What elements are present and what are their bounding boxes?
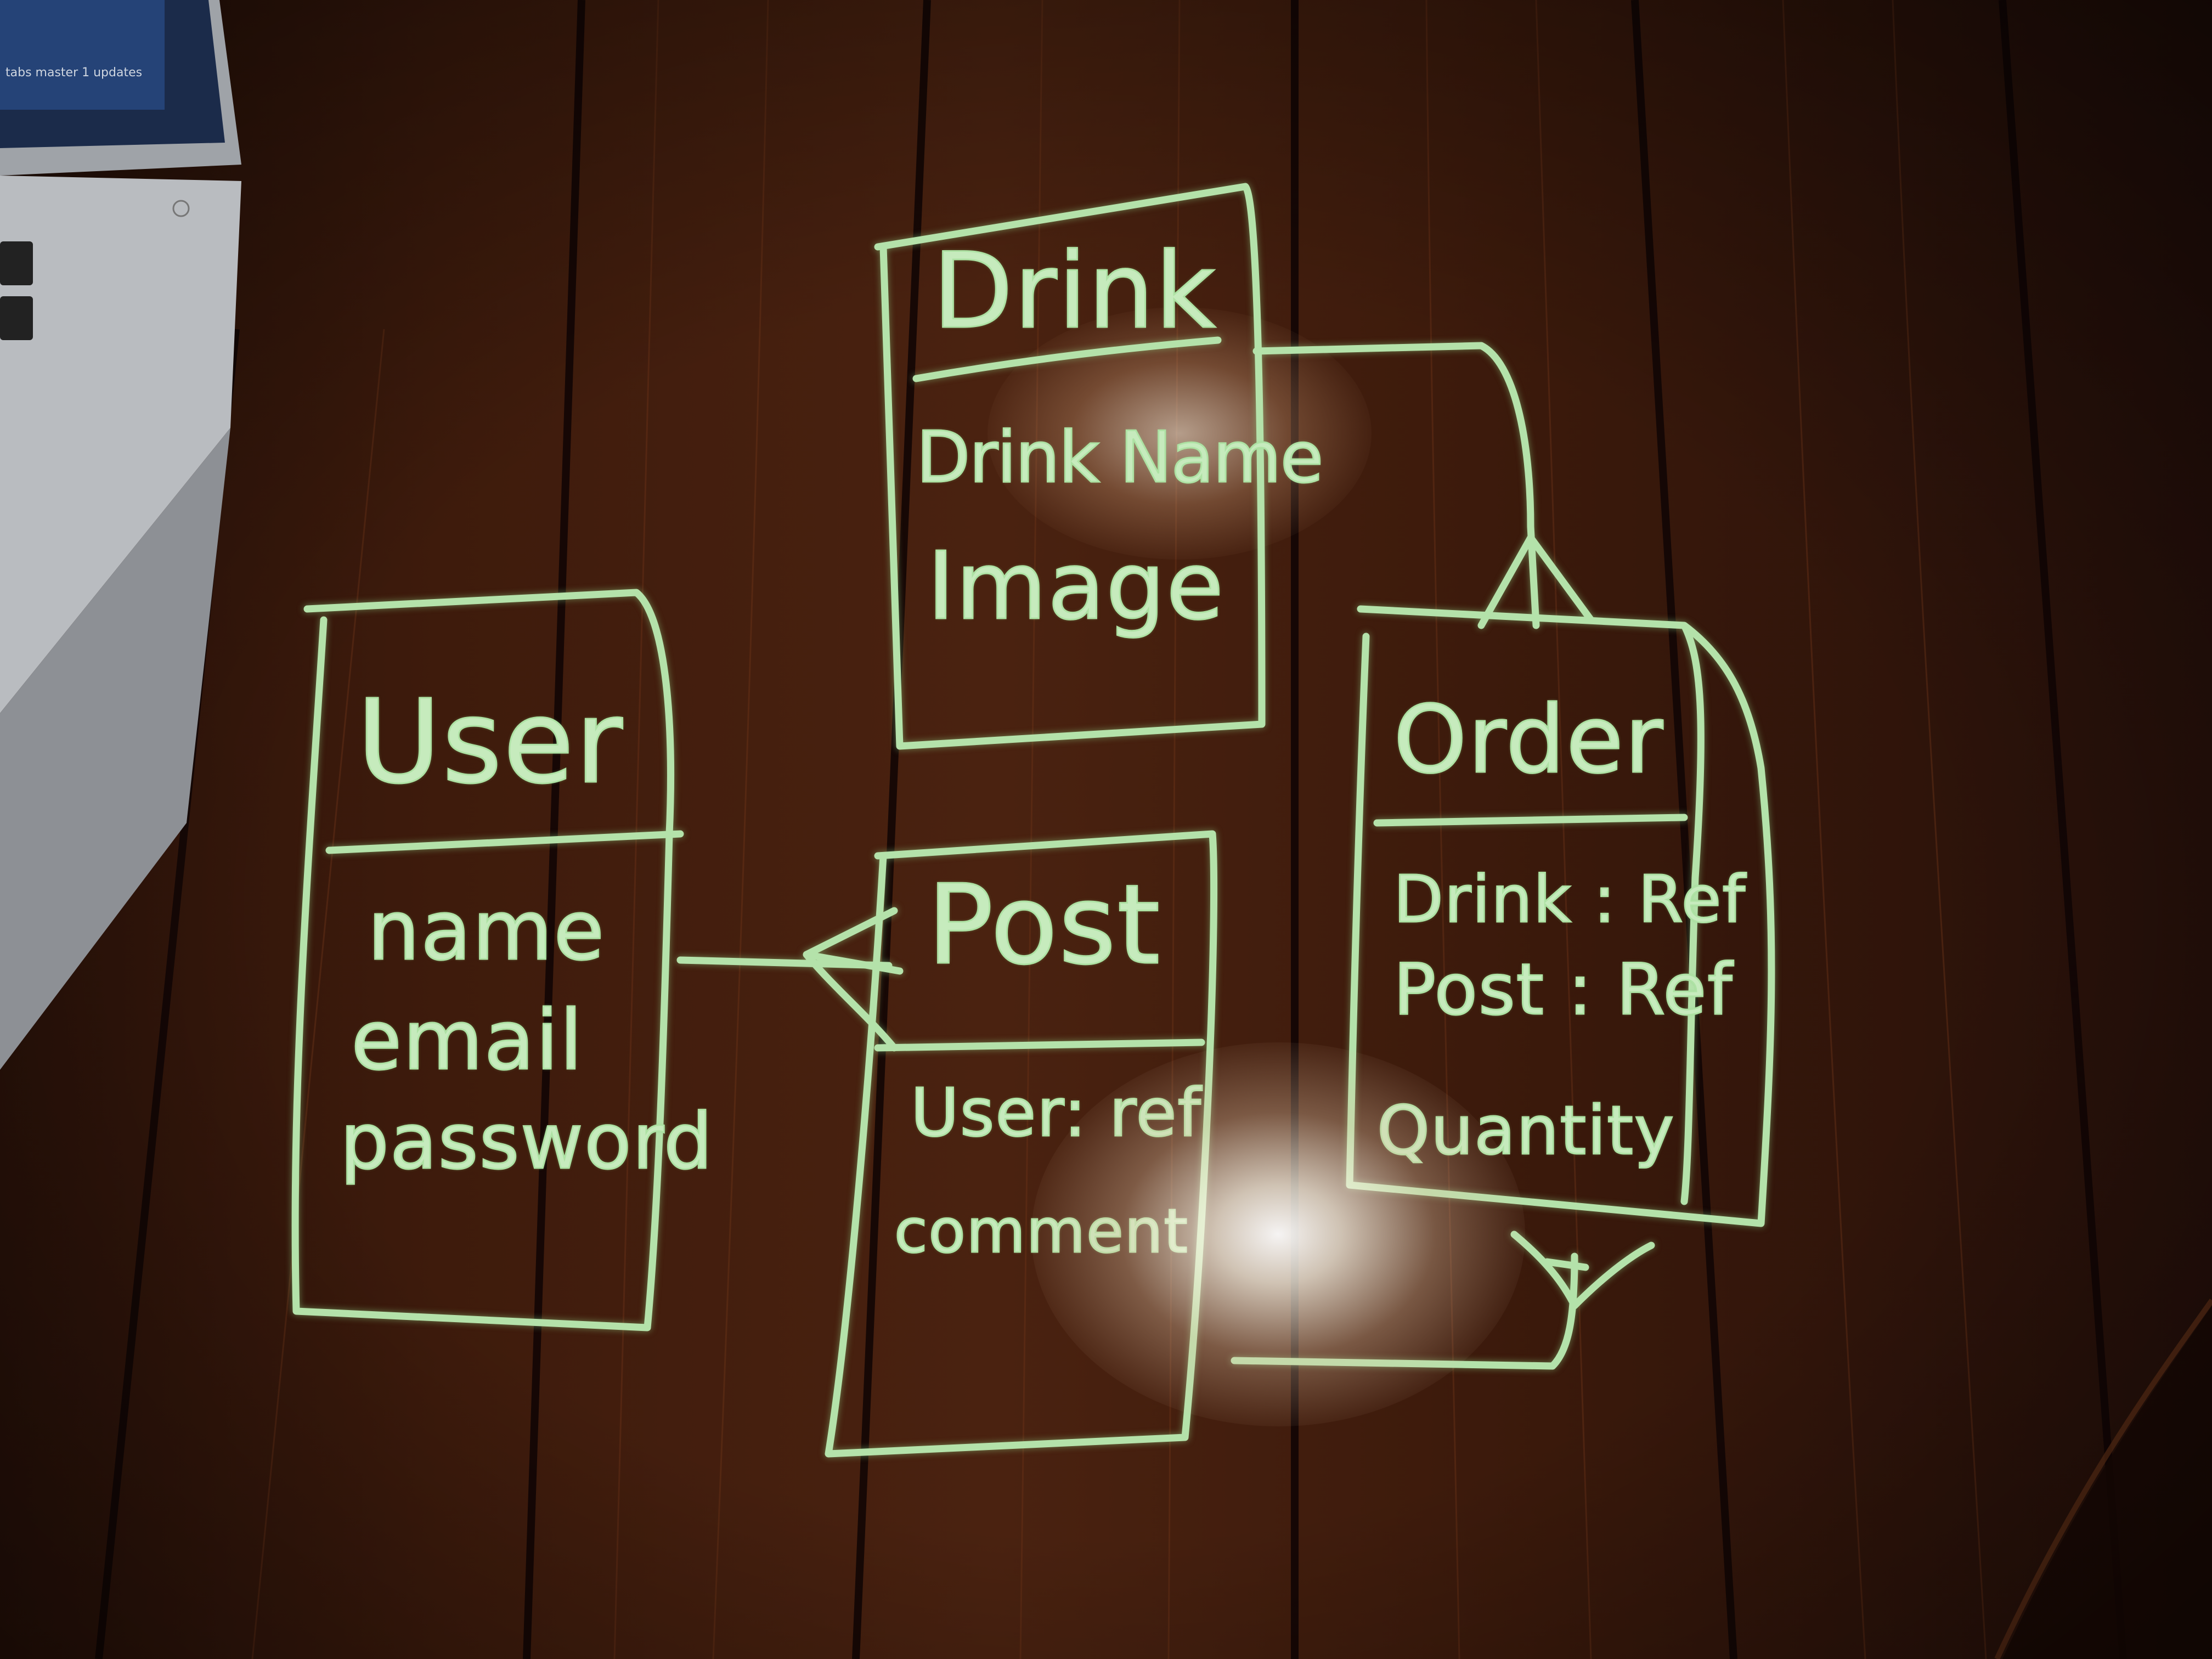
order-box-outline — [1346, 605, 1775, 1227]
drink-box-outline — [874, 183, 1266, 750]
user-divider — [325, 830, 684, 854]
order-field: Quantity — [1376, 1091, 1675, 1171]
laptop — [0, 0, 241, 1070]
post-divider — [874, 1039, 1205, 1052]
user-field: email — [351, 992, 584, 1090]
order-divider — [1373, 814, 1688, 827]
user-box-outline — [291, 589, 674, 1331]
user-field: name — [366, 883, 606, 980]
post-entity-title: Post — [926, 861, 1161, 990]
laptop-key — [0, 296, 33, 340]
power-button-icon — [172, 200, 190, 217]
post-field: comment — [894, 1195, 1189, 1267]
crowsfoot-order-post — [1510, 1231, 1655, 1310]
drink-divider — [912, 336, 1222, 382]
drink-field: Drink Name — [915, 416, 1324, 500]
laptop-key — [0, 241, 33, 285]
user-entity-title: User — [356, 674, 624, 810]
order-field: Drink : Ref — [1393, 861, 1746, 938]
drink-entity-title: Drink — [932, 230, 1217, 353]
crowsfoot-post-user — [803, 907, 904, 1052]
order-entity-title: Order — [1392, 685, 1664, 795]
drink-order-connector — [1252, 342, 1540, 629]
post-field: User: ref — [910, 1075, 1202, 1153]
drink-field: Image — [926, 532, 1225, 642]
post-order-connector — [1231, 1252, 1578, 1370]
user-field: password — [340, 1097, 714, 1188]
order-field: Post : Ref — [1392, 949, 1734, 1032]
crowsfoot-order-drink — [1477, 534, 1595, 629]
post-box-outline — [825, 830, 1218, 1458]
laptop-screen-text: tabs master 1 updates — [5, 66, 143, 80]
